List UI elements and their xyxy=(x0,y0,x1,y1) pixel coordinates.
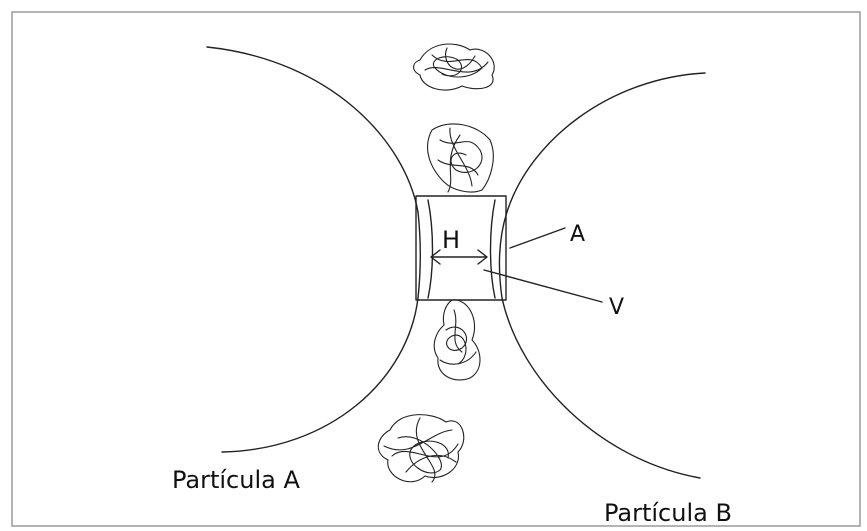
horizontal-double-arrow xyxy=(430,249,488,265)
particle-b-arc-inner xyxy=(498,211,508,299)
label-h: H xyxy=(442,226,460,254)
particle-a-arc xyxy=(206,46,419,453)
label-particle-a: Partícula A xyxy=(172,466,300,494)
scribble-cluster-bottom xyxy=(377,414,465,483)
leader-line-a xyxy=(509,227,566,249)
scribble-cluster-upper-middle xyxy=(427,123,494,193)
label-v: V xyxy=(609,295,624,320)
liquid-bridge-box xyxy=(415,195,507,301)
scribble-cluster-lower-middle xyxy=(433,299,481,381)
label-particle-b: Partícula B xyxy=(604,499,732,527)
bridge-inner-curve-left xyxy=(427,199,434,299)
diagram-frame xyxy=(11,11,861,527)
scribble-cluster-top xyxy=(413,43,495,91)
label-a: A xyxy=(570,222,585,247)
particle-a-arc-inner xyxy=(417,211,421,299)
particle-b-arc xyxy=(501,72,706,479)
bridge-inner-curve-right xyxy=(489,199,496,299)
leader-line-v xyxy=(483,269,603,303)
